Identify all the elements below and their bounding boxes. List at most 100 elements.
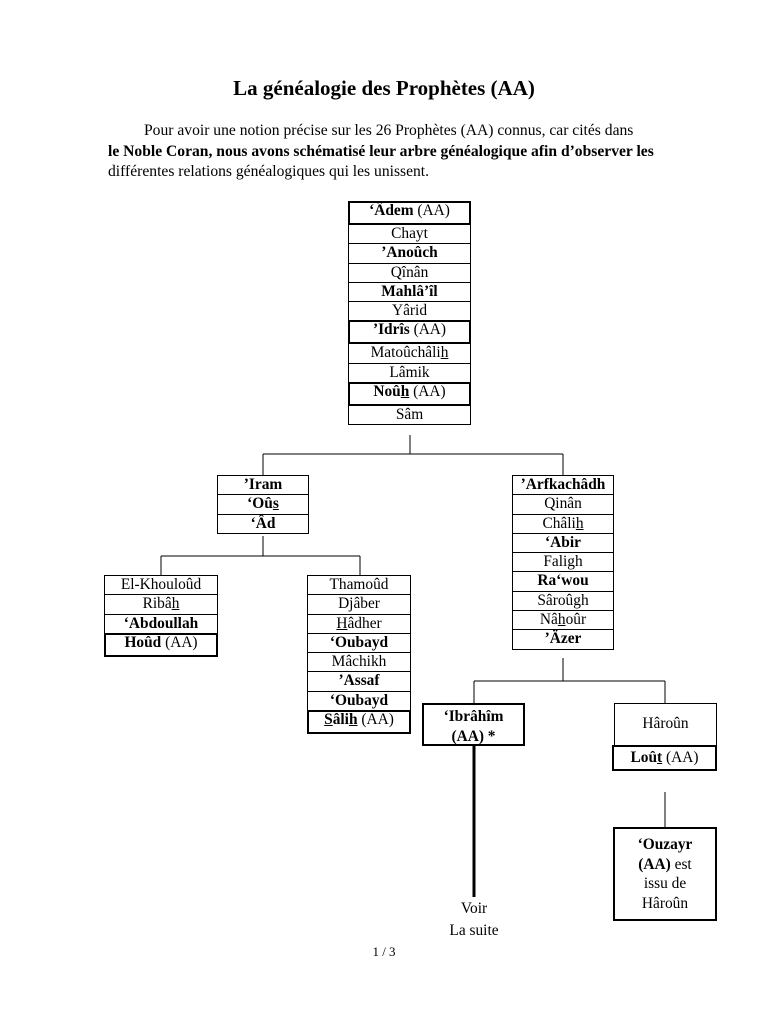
cell-text: h (557, 611, 566, 629)
cell-text: Djâber (338, 595, 380, 613)
intro-paragraph: Pour avoir une notion précise sur les 26… (108, 121, 712, 183)
cell-text: Faligh (543, 553, 583, 571)
chain-cell: Matoûchâlih (348, 343, 471, 364)
cell-text: Nâ (539, 611, 558, 629)
cell-text: ‘Abir (545, 533, 581, 551)
page-number: 1 / 3 (372, 944, 396, 959)
cell-text: Mahlâ’îl (381, 282, 438, 300)
box-ouzayr: ‘Ouzayr (AA) est issu de Hâroûn (613, 827, 717, 921)
cell-text: h (171, 595, 180, 613)
intro-line-1: Pour avoir une notion précise sur les 26… (144, 122, 634, 139)
ouzayr-line-3: issu de (643, 875, 687, 892)
chain-cell: Châlih (512, 513, 614, 534)
cell-text: Mâchikh (331, 653, 387, 671)
intro-line-2: le Noble Coran, nous avons schématisé le… (108, 142, 654, 160)
cell-text: Qînân (390, 263, 429, 281)
chain-cell: ’Iram (217, 475, 309, 496)
cell-text: ‘Âdem (369, 202, 414, 219)
cell-text: h (348, 711, 358, 729)
cell-text: ’Anoûch (381, 244, 438, 262)
cell-text: Ra‘wou (537, 572, 589, 590)
chain-cell: ’Idrîs (AA) (348, 320, 471, 345)
ibrahim-aa: (AA) * (451, 727, 496, 745)
chain-cell: El-Khouloûd (104, 575, 218, 596)
cell-text: ‘Abdoullah (123, 614, 199, 632)
chain-cell: ’Anoûch (348, 243, 471, 264)
chain-cell: Lâmik (348, 362, 471, 384)
chain-cell: Hoûd (AA) (104, 632, 218, 657)
cell-text: ‘Oubayd (329, 691, 389, 709)
cell-text: ‘Oû (247, 495, 273, 513)
chain-cell: Qinân (512, 494, 614, 515)
chain-cell: ‘Abdoullah (104, 613, 218, 634)
cell-text: Hoûd (124, 633, 162, 651)
cell-text: Noû (373, 383, 401, 401)
box-haroun: Hâroûn (614, 703, 717, 746)
page-title: La généalogie des Prophètes (AA) (233, 76, 535, 100)
chain-cell: ‘Abir (512, 532, 614, 554)
cell-text: h (440, 344, 449, 362)
chain-cell: ‘Oubayd (307, 690, 411, 712)
cell-text: (AA) (161, 633, 198, 651)
chain-cell: Noûh (AA) (348, 382, 471, 407)
cell-text: (AA) (409, 383, 446, 401)
ibrahim-name: ‘Ibrâhîm (443, 708, 504, 725)
chain-cell: ’Assaf (307, 671, 411, 692)
chain-cell: Chayt (348, 224, 471, 245)
chain-cell: Djâber (307, 594, 411, 615)
chain-cell: Sâroûgh (512, 590, 614, 612)
cell-text: Sâroûgh (537, 591, 589, 609)
ouzayr-line-2: (AA) est (615, 855, 715, 875)
cell-text: âli (332, 711, 349, 729)
cell-text: ’Äzer (544, 630, 582, 648)
voir-line-1: Voir (460, 900, 488, 917)
cell-text: (AA) (357, 711, 394, 729)
cell-text: ’Assaf (338, 672, 380, 690)
chain-cell: Ra‘wou (512, 571, 614, 592)
cell-text: H (336, 614, 348, 632)
intro-line-3: différentes relations généalogiques qui … (108, 163, 430, 180)
cell-text: (AA) (409, 321, 447, 339)
chain-cell: Nâhoûr (512, 610, 614, 631)
cell-text: S (324, 711, 333, 729)
chain-cell: ’Äzer (512, 629, 614, 650)
voir-la-suite: Voir La suite (424, 898, 524, 942)
cell-text: ’Idrîs (372, 321, 410, 339)
lout-name-part: Loû (630, 749, 658, 766)
cell-text: Lâmik (389, 363, 430, 381)
chain-iram: ’Iram‘Oûs‘Âd (217, 475, 309, 534)
box-lout: Loût (AA) (612, 745, 717, 771)
cell-text: Ribâ (142, 595, 172, 613)
cell-text: âdher (347, 614, 382, 632)
lout-underlined: t (657, 749, 663, 766)
cell-text: oûr (565, 611, 587, 629)
chain-cell: Hâdher (307, 613, 411, 634)
voir-line-2: La suite (449, 922, 499, 939)
cell-text: Matoûchâli (370, 344, 441, 362)
chain-cell: ‘Âd (217, 513, 309, 534)
cell-text: h (400, 383, 410, 401)
ouzayr-line-4: Hâroûn (641, 894, 689, 912)
cell-text: Chayt (391, 225, 428, 242)
chain-cell: Faligh (512, 552, 614, 573)
chain-cell: Mâchikh (307, 652, 411, 673)
cell-text: Thamoûd (329, 576, 389, 593)
cell-text: (AA) (413, 202, 450, 219)
chain-cell: ‘Oubayd (307, 632, 411, 654)
cell-text: El-Khouloûd (120, 576, 202, 593)
cell-text: ‘Âd (250, 514, 276, 532)
cell-text: Sâm (395, 406, 424, 424)
chain-cell: ’Arfkachâdh (512, 475, 614, 496)
ouzayr-aa: (AA) (638, 855, 671, 873)
chain-cell: Ribâh (104, 594, 218, 615)
chain-cell: ‘Âdem (AA) (348, 201, 471, 225)
haroun-label: Hâroûn (642, 715, 689, 732)
chain-cell: Thamoûd (307, 575, 411, 596)
cell-text: ‘Oubayd (329, 633, 389, 651)
box-ibrahim: ‘Ibrâhîm (AA) * (422, 703, 525, 746)
